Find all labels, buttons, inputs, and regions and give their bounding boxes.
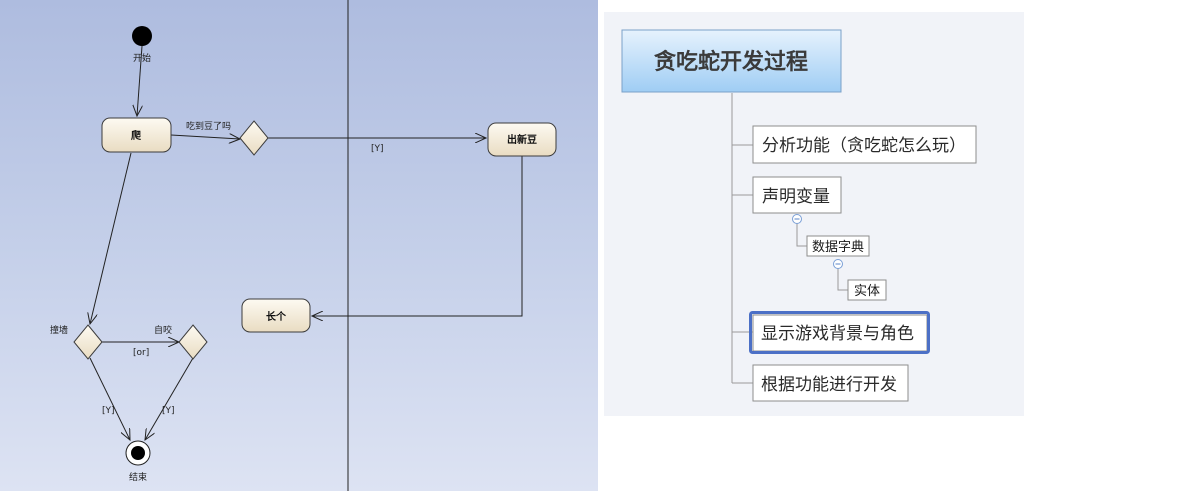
- mindmap-node-develop[interactable]: 根据功能进行开发: [752, 364, 909, 402]
- mindmap-node-analyze-label: 分析功能（贪吃蛇怎么玩）: [762, 136, 966, 156]
- edge-label-or: [or]: [133, 348, 149, 358]
- mindmap-node-declare-label: 声明变量: [762, 187, 830, 207]
- action-new-bean[interactable]: 出新豆: [487, 122, 557, 157]
- edge-crawl-to-wall-decision: [90, 152, 132, 324]
- connector-entity: [837, 268, 848, 291]
- mindmap-subnode-data-dictionary-label: 数据字典: [812, 240, 864, 255]
- edge-new-bean-to-grow: [312, 156, 523, 316]
- edge-label-yes-new-bean: [Y]: [371, 144, 384, 154]
- decision-self-bite[interactable]: [178, 324, 208, 360]
- edge-label-yes-left: [Y]: [102, 406, 115, 416]
- collapse-toggle-declare[interactable]: [792, 214, 802, 224]
- mindmap-node-display-label: 显示游戏背景与角色: [761, 324, 914, 344]
- edge-label-ate-bean: 吃到豆了吗: [186, 120, 231, 132]
- start-node[interactable]: [132, 26, 152, 46]
- collapse-toggle-data-dictionary[interactable]: [833, 259, 843, 269]
- action-crawl-label: 爬: [130, 129, 142, 142]
- mindmap-node-display[interactable]: 显示游戏背景与角色: [749, 311, 930, 354]
- mindmap-root-label: 贪吃蛇开发过程: [654, 49, 808, 75]
- activity-diagram-panel: 开始 爬 吃到豆了吗 [Y] 出新豆 长个 撞墙 自咬 [or] [Y] [Y]: [0, 0, 598, 491]
- decision-hit-wall[interactable]: [73, 324, 103, 360]
- edge-label-hit-wall: 撞墙: [50, 324, 68, 336]
- edge-selfbite-to-end: [145, 357, 194, 440]
- mindmap-canvas: 贪吃蛇开发过程 分析功能（贪吃蛇怎么玩） 声明变量 数据字典: [621, 29, 977, 402]
- edge-crawl-to-decision: [170, 135, 240, 139]
- action-grow[interactable]: 长个: [241, 298, 311, 333]
- action-crawl[interactable]: 爬: [101, 117, 172, 153]
- mindmap-subnode-entity-label: 实体: [854, 284, 880, 299]
- mindmap-node-develop-label: 根据功能进行开发: [761, 375, 897, 395]
- action-grow-label: 长个: [266, 310, 287, 323]
- edge-start-to-crawl: [137, 45, 142, 116]
- decision-ate-bean[interactable]: [239, 120, 269, 156]
- connector-data-dictionary: [796, 223, 807, 247]
- mindmap-node-analyze[interactable]: 分析功能（贪吃蛇怎么玩）: [752, 125, 977, 164]
- mindmap-subnode-data-dictionary[interactable]: 数据字典: [806, 235, 870, 257]
- end-label: 结束: [129, 471, 147, 483]
- edge-label-yes-right: [Y]: [162, 406, 175, 416]
- mindmap-root[interactable]: 贪吃蛇开发过程: [621, 29, 842, 93]
- end-node[interactable]: [125, 440, 151, 466]
- action-new-bean-label: 出新豆: [507, 133, 537, 146]
- edge-wall-to-end: [89, 357, 130, 440]
- start-label: 开始: [133, 52, 151, 64]
- mindmap-subnode-entity[interactable]: 实体: [847, 279, 887, 301]
- selection-highlight: [749, 311, 930, 354]
- edge-label-self-bite: 自咬: [154, 324, 172, 336]
- mindmap-panel: 贪吃蛇开发过程 分析功能（贪吃蛇怎么玩） 声明变量 数据字典: [604, 12, 1024, 416]
- activity-diagram-canvas: 开始 爬 吃到豆了吗 [Y] 出新豆 长个 撞墙 自咬 [or] [Y] [Y]: [50, 0, 557, 491]
- mindmap-node-declare[interactable]: 声明变量: [752, 176, 842, 214]
